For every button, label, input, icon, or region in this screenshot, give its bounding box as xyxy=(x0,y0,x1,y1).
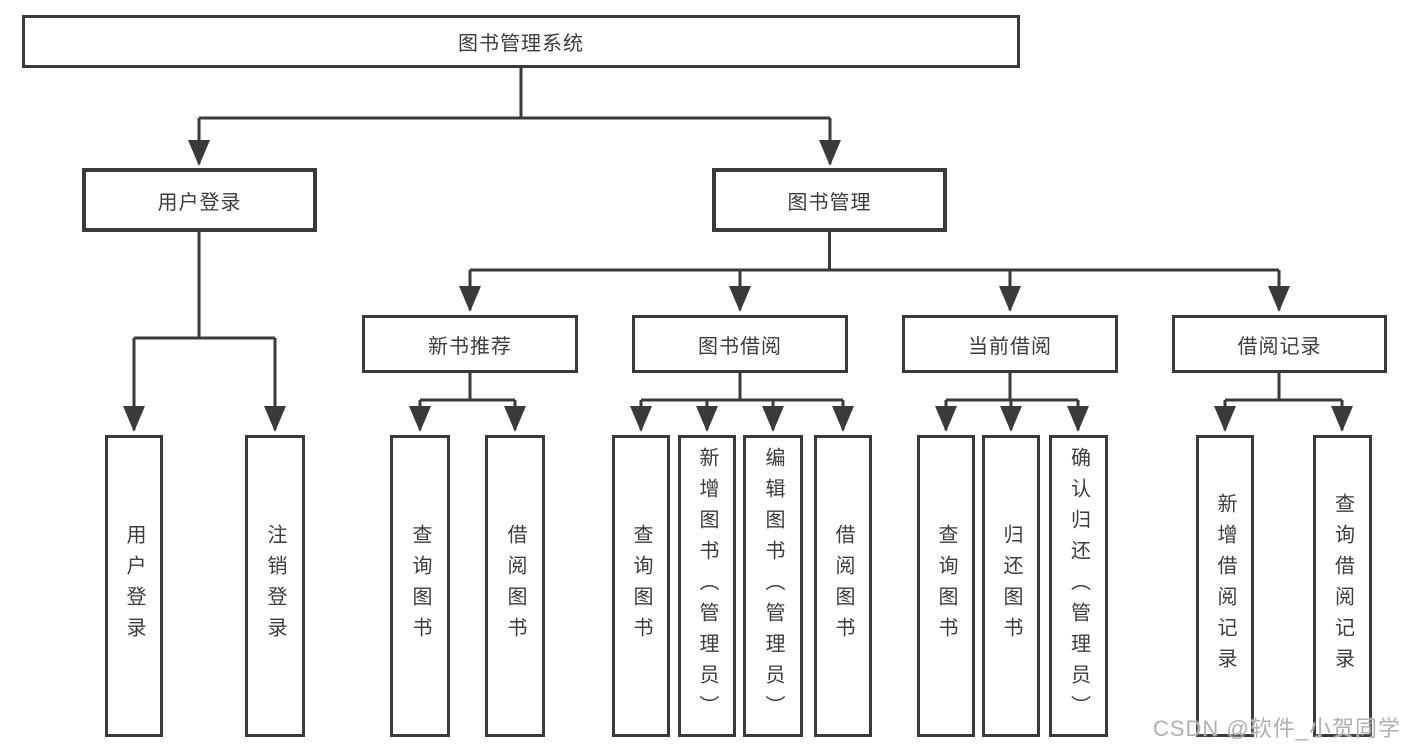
node-label: 用户登录 xyxy=(157,191,242,214)
leaf-cb-confirm-return-admin: 确认归还（管理员） xyxy=(1049,435,1108,737)
leaf-label: 新增图书（管理员） xyxy=(696,446,718,726)
leaf-label: 查询图书 xyxy=(935,524,957,648)
node-label: 新书推荐 xyxy=(428,335,512,358)
leaf-cb-return-books: 归还图书 xyxy=(982,435,1040,737)
leaf-label: 借阅图书 xyxy=(504,524,526,648)
leaf-label: 编辑图书（管理员） xyxy=(762,446,784,726)
node-label: 借阅记录 xyxy=(1237,335,1322,358)
node-new-book-recommend: 新书推荐 xyxy=(362,315,578,373)
leaf-bb-query-books: 查询图书 xyxy=(612,435,670,737)
leaf-bb-borrow-books: 借阅图书 xyxy=(814,435,872,737)
leaf-label: 借阅图书 xyxy=(832,524,854,648)
leaf-cb-query-books: 查询图书 xyxy=(917,435,975,737)
leaf-label: 查询借阅记录 xyxy=(1331,493,1354,679)
node-label: 图书借阅 xyxy=(698,335,782,358)
leaf-label: 新增借阅记录 xyxy=(1214,493,1236,679)
node-book-borrow: 图书借阅 xyxy=(632,315,848,373)
leaf-br-query-record: 查询借阅记录 xyxy=(1313,435,1372,737)
leaf-nb-query-books: 查询图书 xyxy=(390,435,450,737)
leaf-label: 归还图书 xyxy=(1000,524,1022,648)
leaf-user-login: 用户登录 xyxy=(105,435,163,737)
leaf-br-add-record: 新增借阅记录 xyxy=(1196,435,1254,737)
leaf-label: 查询图书 xyxy=(630,524,652,648)
node-root: 图书管理系统 xyxy=(22,15,1020,68)
leaf-bb-edit-books-admin: 编辑图书（管理员） xyxy=(743,435,803,737)
node-label: 图书管理 xyxy=(787,191,872,214)
leaf-bb-add-books-admin: 新增图书（管理员） xyxy=(678,435,736,737)
node-current-borrow: 当前借阅 xyxy=(902,315,1118,373)
node-label: 图书管理系统 xyxy=(458,33,584,55)
node-label: 当前借阅 xyxy=(968,335,1052,358)
node-book-management: 图书管理 xyxy=(712,168,947,232)
leaf-nb-borrow-books: 借阅图书 xyxy=(485,435,545,737)
leaf-label: 注销登录 xyxy=(264,524,286,648)
leaf-logout: 注销登录 xyxy=(245,435,305,737)
node-borrow-records: 借阅记录 xyxy=(1172,315,1387,373)
leaf-label: 用户登录 xyxy=(123,524,145,648)
node-user-login: 用户登录 xyxy=(82,168,317,232)
leaf-label: 查询图书 xyxy=(409,524,431,648)
leaf-label: 确认归还（管理员） xyxy=(1067,446,1090,726)
